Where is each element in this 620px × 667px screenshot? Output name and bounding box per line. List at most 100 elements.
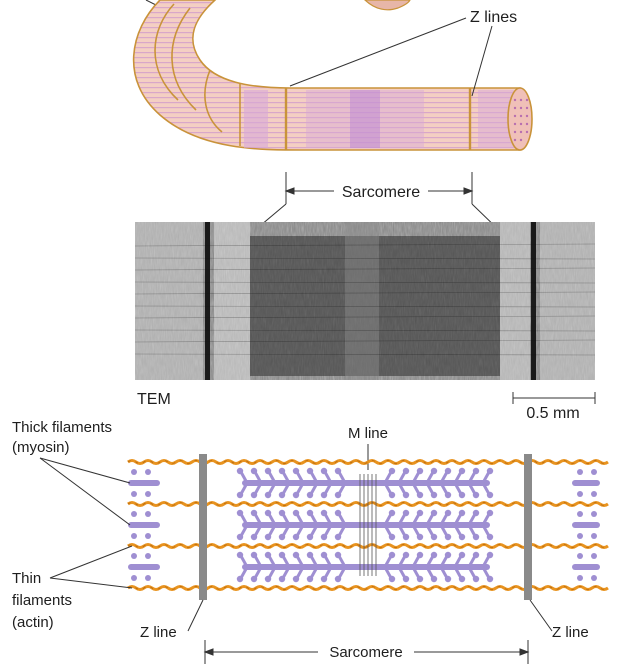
myosin-head-tip — [334, 575, 342, 583]
myosin-head-tip — [320, 551, 328, 559]
actin-helix-1 — [127, 460, 609, 464]
z-lines-label: Z lines — [470, 9, 517, 26]
myosin-head-tip — [320, 467, 328, 475]
myosin-head-tip — [236, 467, 244, 475]
myosin-head-tip — [131, 553, 137, 559]
myosin-head-tip — [388, 509, 396, 517]
z-line-label-right: Z line — [552, 624, 589, 641]
myosin-head-tip — [577, 469, 583, 475]
myosin-head-tip — [577, 553, 583, 559]
myosin-head-tip — [334, 509, 342, 517]
myosin-filament-3 — [242, 564, 490, 570]
myosin-head-tip — [278, 551, 286, 559]
myosin-stub-left-3 — [128, 564, 160, 570]
myosin-head-tip — [486, 575, 494, 583]
tem-z-disc-right — [531, 222, 536, 380]
myosin-stub-right-3 — [572, 564, 600, 570]
myosin-head-tip — [292, 509, 300, 517]
myosin-head-tip — [577, 575, 583, 581]
myosin-head-tip — [131, 469, 137, 475]
myosin-head-tip — [430, 575, 438, 583]
myosin-head-tip — [416, 575, 424, 583]
myosin-head-tip — [264, 467, 272, 475]
myosin-head-tip — [250, 575, 258, 583]
myosin-head-tip — [388, 551, 396, 559]
myosin-head-tip — [236, 491, 244, 499]
sarcomere-bracket-top — [284, 172, 474, 204]
myosin-head-tip — [402, 509, 410, 517]
thick-leader-2 — [39, 457, 131, 526]
myosin-head-tip — [145, 469, 151, 475]
sarcomere-label-bottom: Sarcomere — [329, 644, 402, 661]
myosin-head-tip — [292, 533, 300, 541]
myosin-head-tip — [278, 509, 286, 517]
myosin-head-tip — [430, 509, 438, 517]
thick-filaments-label: Thick filaments — [12, 419, 112, 436]
thin-filaments-label-1: Thin — [12, 570, 41, 587]
myosin-head-tip — [292, 467, 300, 475]
myosin-head-tip — [388, 575, 396, 583]
myosin-head-tip — [131, 533, 137, 539]
thin-leader-1 — [49, 545, 133, 579]
myosin-head-tip — [486, 491, 494, 499]
myosin-head-tip — [402, 551, 410, 559]
myosin-head-tip — [444, 509, 452, 517]
myosin-head-tip — [591, 553, 597, 559]
myosin-head-tip — [458, 509, 466, 517]
myosin-head-tip — [402, 467, 410, 475]
tem-z-disc-left — [205, 222, 210, 380]
myosin-head-tip — [320, 575, 328, 583]
myosin-head-tip — [250, 533, 258, 541]
myosin-stub-left-1 — [128, 480, 160, 486]
myosin-head-tip — [458, 467, 466, 475]
thin-filaments-label-3: (actin) — [12, 614, 54, 631]
myosin-head-tip — [472, 533, 480, 541]
myosin-head-tip — [388, 467, 396, 475]
tem-label: TEM — [137, 391, 171, 408]
myosin-filament-2 — [242, 522, 490, 528]
scale-bar — [512, 392, 596, 404]
end-cap-dots — [513, 98, 529, 142]
myosin-head-tip — [472, 509, 480, 517]
myosin-head-tip — [320, 509, 328, 517]
myosin-head-tip — [444, 551, 452, 559]
myosin-head-tip — [278, 491, 286, 499]
myosin-stub-left-2 — [128, 522, 160, 528]
myosin-head-tip — [264, 533, 272, 541]
myofibril-body — [132, 0, 521, 151]
myosin-head-tip — [472, 575, 480, 583]
a-band-left — [244, 90, 268, 148]
myosin-head-tip — [334, 467, 342, 475]
myosin-head-tip — [236, 575, 244, 583]
myosin-head-tip — [278, 533, 286, 541]
myosin-head-tip — [145, 553, 151, 559]
tem-micrograph — [135, 222, 595, 380]
myosin-head-tip — [402, 491, 410, 499]
myosin-head-tip — [486, 551, 494, 559]
fiber-striations — [154, 3, 241, 146]
z-line-leader-left — [187, 599, 204, 632]
z-disc-left — [199, 454, 207, 600]
myosin-head-tip — [577, 533, 583, 539]
myosin-head-tip — [278, 575, 286, 583]
myosin-head-tip — [264, 551, 272, 559]
myosin-head-tip — [472, 467, 480, 475]
myosin-head-tip — [306, 509, 314, 517]
myosin-head-tip — [131, 575, 137, 581]
myosin-head-tip — [577, 511, 583, 517]
myosin-head-tip — [250, 551, 258, 559]
m-band-center — [350, 90, 380, 148]
myosin-head-tip — [278, 467, 286, 475]
myosin-head-tip — [430, 533, 438, 541]
myosin-head-tip — [250, 467, 258, 475]
myosin-head-tip — [402, 533, 410, 541]
myosin-head-tip — [306, 491, 314, 499]
myosin-head-tip — [458, 533, 466, 541]
myosin-head-tip — [334, 533, 342, 541]
myosin-head-tip — [458, 551, 466, 559]
myosin-head-tip — [320, 491, 328, 499]
myosin-head-tip — [591, 491, 597, 497]
myosin-head-tip — [591, 575, 597, 581]
myosin-head-tip — [131, 491, 137, 497]
